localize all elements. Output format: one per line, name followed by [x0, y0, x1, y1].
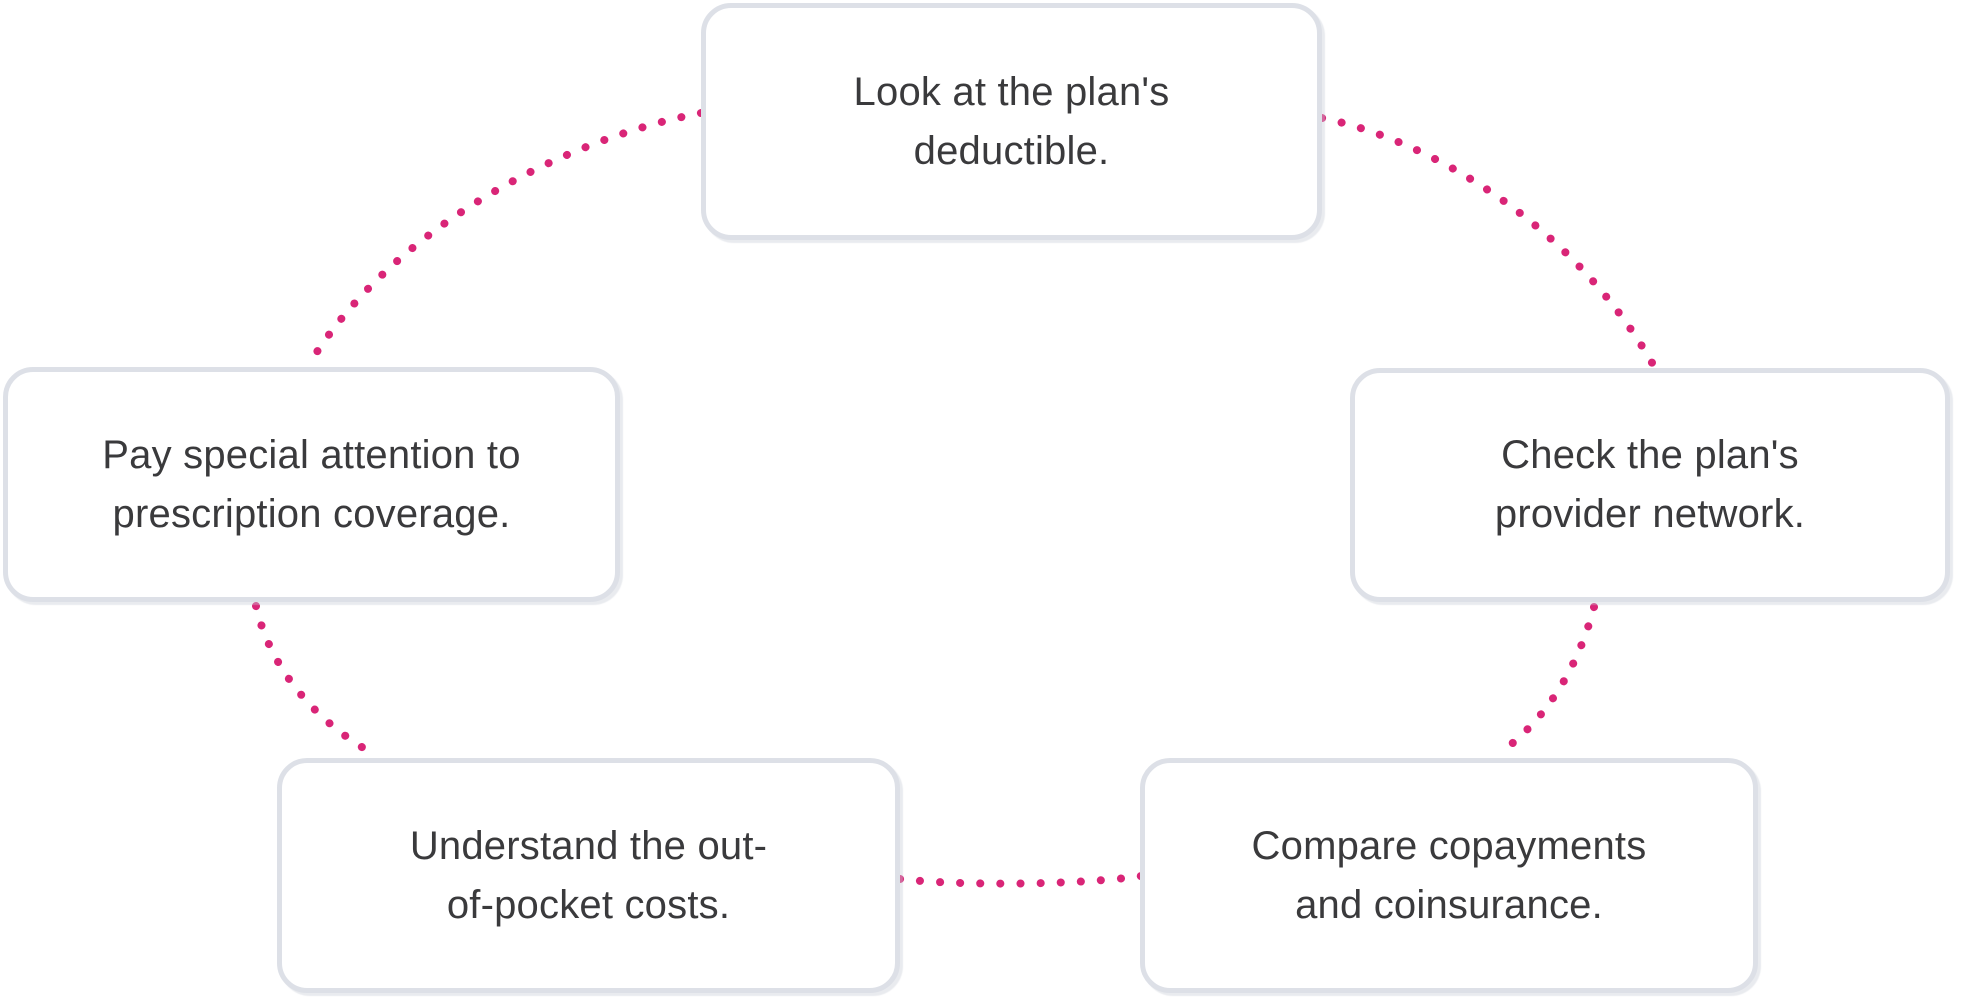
node-deductible-line-2: deductible. — [913, 128, 1110, 173]
node-prescription-coverage-line-2: prescription coverage. — [112, 491, 511, 536]
cycle-connector-path — [252, 602, 381, 760]
node-out-of-pocket-costs-line-2: of-pocket costs. — [446, 882, 731, 927]
node-out-of-pocket-costs: Understand the out- of-pocket costs. — [277, 758, 900, 993]
node-deductible-line-1: Look at the plan's — [853, 69, 1170, 114]
node-copayments-coinsurance-line-2: and coinsurance. — [1295, 882, 1603, 927]
node-prescription-coverage-line-1: Pay special attention to — [102, 432, 521, 477]
node-provider-network-line-1: Check the plan's — [1501, 433, 1799, 477]
node-copayments-coinsurance: Compare copayments and coinsurance. — [1140, 758, 1758, 993]
cycle-connector-path — [1493, 603, 1598, 759]
node-deductible: Look at the plan's deductible. — [701, 3, 1322, 240]
node-copayments-coinsurance-line-1: Compare copayments — [1251, 823, 1647, 868]
cycle-connector-path — [304, 109, 705, 370]
node-provider-network: Check the plan's provider network. — [1350, 368, 1950, 602]
node-out-of-pocket-costs-line-1: Understand the out- — [409, 823, 768, 868]
node-provider-network-line-2: provider network. — [1494, 492, 1806, 536]
cycle-connector-path — [1318, 114, 1659, 372]
node-prescription-coverage: Pay special attention to prescription co… — [3, 367, 620, 602]
cycle-connector-path — [896, 872, 1145, 888]
